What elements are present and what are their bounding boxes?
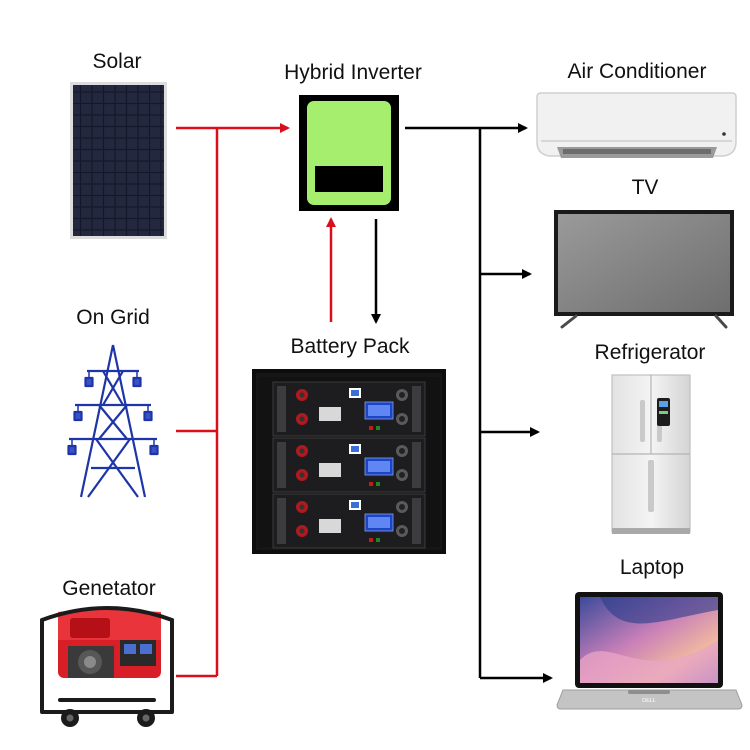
on-grid-label: On Grid (76, 306, 150, 329)
battery-label: Battery Pack (290, 335, 410, 358)
solar-panel-icon (70, 82, 167, 239)
battery-rack-icon (252, 369, 446, 554)
laptop-brand-logo: DELL (642, 698, 656, 704)
generator-icon (40, 606, 174, 727)
tv-icon (554, 210, 734, 329)
power-pylon-icon (67, 344, 159, 498)
refrigerator-icon (611, 374, 691, 534)
inverter-label: Hybrid Inverter (284, 61, 422, 84)
laptop-label: Laptop (619, 556, 685, 579)
output-connections (371, 123, 553, 683)
laptop-icon: DELL (556, 592, 743, 710)
refrigerator-label: Refrigerator (594, 341, 706, 364)
generator-label: Genetator (62, 577, 156, 600)
air-conditioner-label: Air Conditioner (567, 60, 707, 83)
tv-label: TV (631, 176, 659, 199)
input-connections (176, 123, 336, 678)
solar-label: Solar (92, 50, 142, 73)
air-conditioner-icon (536, 92, 737, 158)
inverter-icon (299, 95, 399, 211)
